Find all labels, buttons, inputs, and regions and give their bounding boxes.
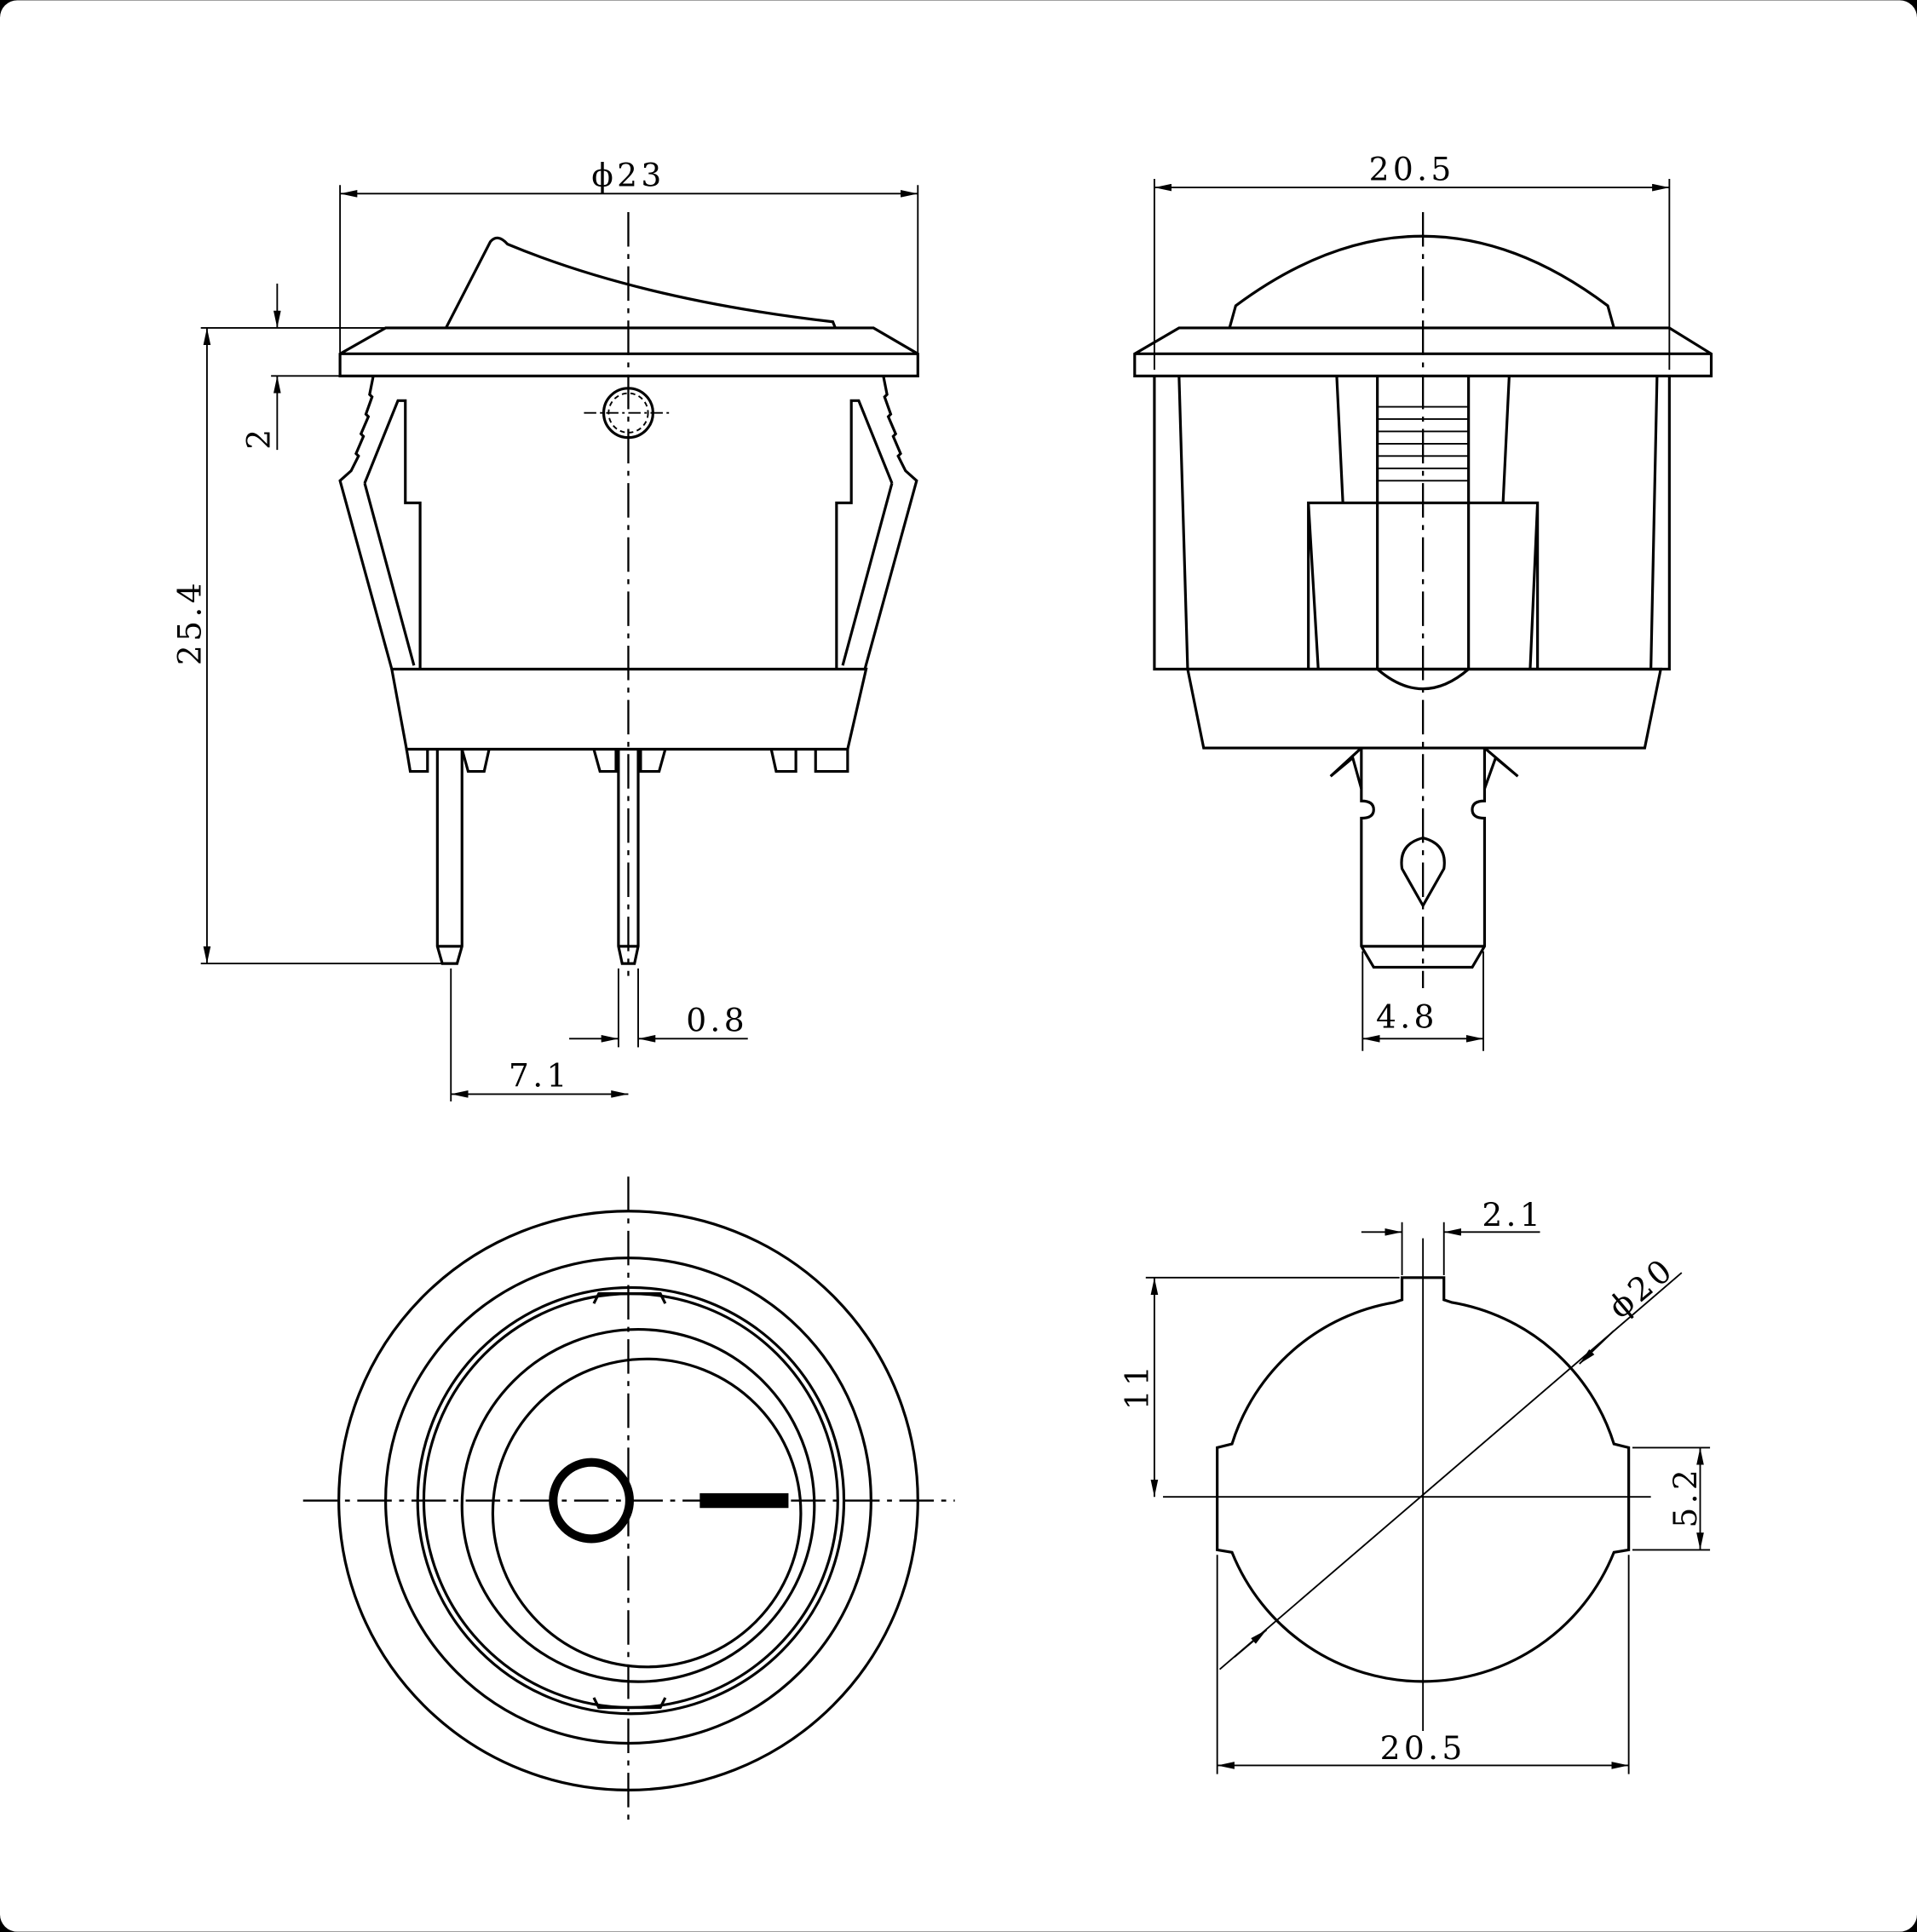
- dimension-label: 0.8: [686, 1002, 748, 1039]
- switch-base: [1186, 667, 1663, 750]
- cutout-outline: [1216, 1276, 1631, 1683]
- dimension-0-8: 0.8: [569, 968, 748, 1048]
- rocker-tabs: [592, 1292, 667, 1710]
- top-view: [302, 1176, 955, 1826]
- terminal-hole: [1400, 836, 1446, 909]
- dimension-label: 25.4: [171, 579, 209, 665]
- on-symbol-icon: [699, 1492, 789, 1509]
- terminal-pin-left: [435, 749, 463, 965]
- center-stem: [1307, 376, 1540, 691]
- rocker-actuator: [445, 236, 837, 329]
- dimension-20-5-end: 20.5: [1153, 150, 1671, 371]
- dimension-7-1: 7.1: [450, 968, 629, 1102]
- dimension-label: ϕ23: [591, 157, 665, 194]
- dimension-25-4: 25.4: [171, 327, 446, 965]
- dimension-label: 7.1: [509, 1057, 571, 1095]
- stem-ribs: [1377, 405, 1469, 482]
- dimension-11: 11: [1119, 1276, 1400, 1498]
- dimension-4-8: 4.8: [1361, 951, 1484, 1051]
- rocker-inner-face: [491, 1357, 803, 1669]
- snap-clip-left-inner: [363, 399, 422, 670]
- terminal-barbs: [1329, 746, 1519, 790]
- dimension-label: 20.5: [1369, 150, 1455, 187]
- snap-clip-left: [338, 376, 394, 670]
- dimension-2: 2: [240, 283, 341, 451]
- dimension-label: 4.8: [1376, 998, 1438, 1035]
- dimension-label: 11: [1119, 1362, 1156, 1411]
- off-symbol-icon: [549, 1458, 634, 1544]
- quick-connect-terminal: [1360, 748, 1487, 969]
- dimension-5-2: 5.2: [1632, 1446, 1711, 1551]
- rocker-dome: [1228, 234, 1615, 329]
- led-window: [584, 387, 673, 440]
- rocker-face: [460, 1327, 816, 1683]
- bezel-flange: [1133, 326, 1713, 377]
- dimension-label: 5.2: [1667, 1466, 1704, 1528]
- dimension-20-5-cutout: 20.5: [1216, 1555, 1630, 1774]
- dimension-label: 20.5: [1380, 1729, 1466, 1767]
- terminal-pin-center: [617, 749, 640, 965]
- side-view: ϕ23 25.4 2 0.8 7.1: [171, 157, 919, 1102]
- end-view: 20.5 4.8: [1133, 150, 1713, 1051]
- snap-clip-right: [863, 376, 918, 670]
- dimension-2-1: 2.1: [1361, 1196, 1544, 1275]
- base-feet: [405, 749, 849, 773]
- dimension-label: 2: [240, 426, 278, 450]
- dimension-label: 2.1: [1482, 1196, 1544, 1233]
- snap-clip-right-inner: [835, 399, 894, 670]
- dimension-phi23: ϕ23: [339, 157, 919, 353]
